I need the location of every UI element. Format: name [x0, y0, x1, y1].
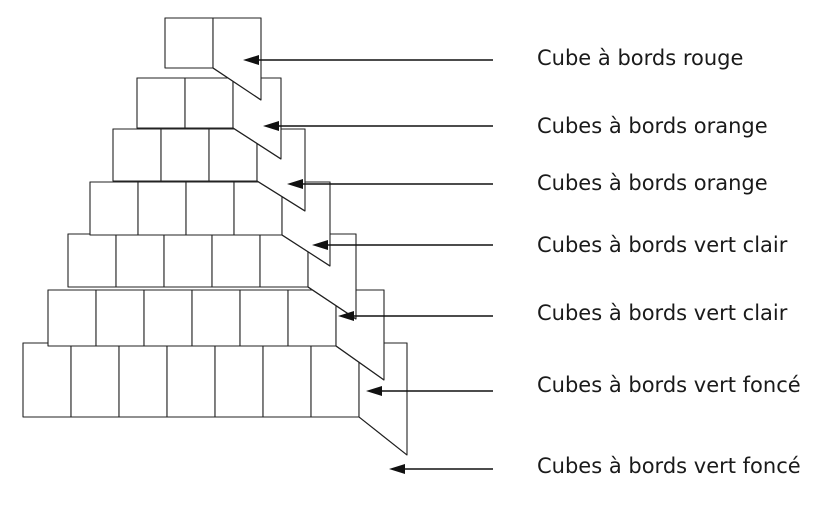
cube-front-face: [212, 234, 260, 287]
label-layer-3: Cubes à bords orange: [537, 173, 768, 194]
cube-front-face: [263, 343, 311, 417]
arrow-head: [389, 464, 405, 474]
cube-front-face: [167, 343, 215, 417]
cube-front-face: [71, 343, 119, 417]
cube-front-face: [186, 182, 234, 235]
cube-front-face: [161, 129, 209, 181]
cube-front-face: [116, 234, 164, 287]
cube-front-face: [240, 290, 288, 346]
pointer-arrow-7: [389, 464, 493, 474]
cube-front-face: [192, 290, 240, 346]
cube-front-face: [96, 290, 144, 346]
pointer-arrow-1: [243, 55, 493, 65]
cube-front-face: [23, 343, 71, 417]
cube-front-face: [185, 78, 233, 128]
cube-front-face: [165, 18, 213, 68]
cube-front-face: [90, 182, 138, 235]
pyramid-layer-7: [23, 343, 407, 455]
cube-front-face: [113, 129, 161, 181]
cube-front-face: [215, 343, 263, 417]
cube-front-face: [48, 290, 96, 346]
label-layer-4: Cubes à bords vert clair: [537, 235, 787, 256]
cube-front-face: [137, 78, 185, 128]
label-layer-6: Cubes à bords vert foncé: [537, 375, 801, 396]
label-layer-2: Cubes à bords orange: [537, 116, 768, 137]
cube-front-face: [119, 343, 167, 417]
label-layer-5: Cubes à bords vert clair: [537, 303, 787, 324]
cube-front-face: [68, 234, 116, 287]
label-layer-7: Cubes à bords vert foncé: [537, 456, 801, 477]
cube-front-face: [138, 182, 186, 235]
label-layer-1: Cube à bords rouge: [537, 48, 743, 69]
cube-front-face: [164, 234, 212, 287]
cube-front-face: [144, 290, 192, 346]
